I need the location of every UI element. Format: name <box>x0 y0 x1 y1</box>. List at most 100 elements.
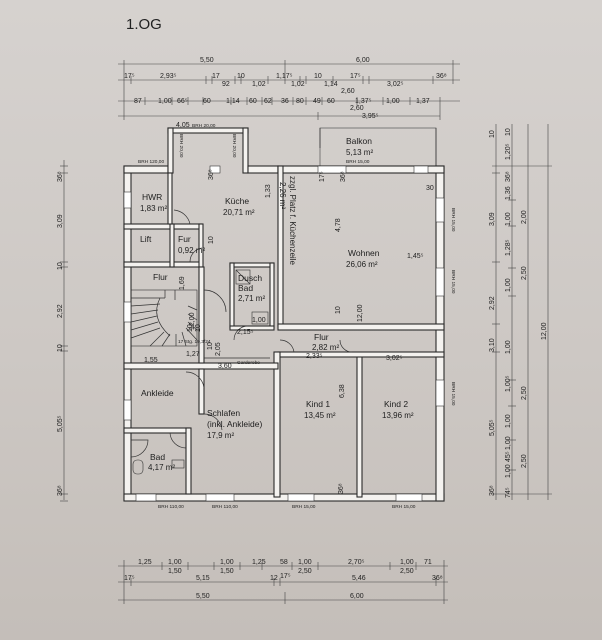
svg-text:1,00: 1,00 <box>220 559 234 566</box>
svg-text:60: 60 <box>249 98 257 105</box>
svg-text:17⁵: 17⁵ <box>319 171 326 182</box>
fixtures <box>130 269 270 475</box>
svg-text:1,00: 1,00 <box>298 559 312 566</box>
room-kind2-name: Kind 2 <box>384 399 408 409</box>
room-kind1-area: 13,45 m² <box>304 411 336 420</box>
svg-text:BRH 120,00: BRH 120,00 <box>138 159 164 165</box>
svg-text:1,00⁵: 1,00⁵ <box>505 375 512 392</box>
svg-text:71: 71 <box>424 559 432 566</box>
left-dimension-chain: 36⁸ 3,09 10 2,92 10 5,05⁵ 36⁸ <box>57 160 68 502</box>
note-brh-200-top: BRH 20,00 <box>192 123 216 129</box>
svg-text:BRH 15,00: BRH 15,00 <box>450 208 456 232</box>
svg-text:36⁸: 36⁸ <box>489 485 496 496</box>
svg-text:10: 10 <box>489 130 496 138</box>
bottom-overall-1: 5,50 <box>196 593 210 600</box>
svg-text:1,37⁵: 1,37⁵ <box>355 98 372 105</box>
room-labels: Balkon 5,13 m² HWR 1,83 m² Küche 20,71 m… <box>140 136 414 472</box>
svg-text:BRH 15,00: BRH 15,00 <box>346 159 370 165</box>
top-dimension-chains: 5,50 6,00 17⁵ 2,93⁵ 17 92 10 1,02 1,17⁵ … <box>118 57 460 129</box>
svg-text:2,50: 2,50 <box>400 568 414 575</box>
svg-text:17⁵: 17⁵ <box>124 73 135 80</box>
svg-text:1,17⁵: 1,17⁵ <box>276 73 293 80</box>
svg-text:10: 10 <box>187 324 194 332</box>
room-bad-name: Bad <box>150 452 165 462</box>
svg-text:17⁵: 17⁵ <box>124 575 135 582</box>
walls <box>123 127 445 502</box>
svg-text:60: 60 <box>327 98 335 105</box>
svg-text:36⁸: 36⁸ <box>57 171 64 182</box>
svg-text:12: 12 <box>270 575 278 582</box>
svg-text:10: 10 <box>207 342 214 350</box>
svg-text:1,69: 1,69 <box>179 276 186 290</box>
top-260b: 2,60 <box>350 105 364 112</box>
svg-text:66⁵: 66⁵ <box>177 98 188 105</box>
room-balkon-name: Balkon <box>346 136 372 146</box>
svg-text:60: 60 <box>203 98 211 105</box>
svg-text:1,02: 1,02 <box>291 81 305 88</box>
svg-text:36⁸: 36⁸ <box>505 171 512 182</box>
svg-text:1,50: 1,50 <box>168 568 182 575</box>
interior-dimensions: 4,78 1,69 1,33 1,45⁵ 12,00 10 6,38 2,33⁵… <box>144 169 434 494</box>
room-dusche-area: 2,71 m² <box>238 294 265 303</box>
room-ankleide-name: Ankleide <box>141 388 174 398</box>
svg-text:1,36: 1,36 <box>505 186 512 200</box>
svg-text:1,00: 1,00 <box>386 98 400 105</box>
svg-text:1,00: 1,00 <box>505 414 512 428</box>
svg-text:2,05: 2,05 <box>215 342 222 356</box>
bottom-overall-2: 6,00 <box>350 593 364 600</box>
svg-text:1,00: 1,00 <box>400 559 414 566</box>
right-b-labels: 2,00 2,50 2,50 2,50 <box>521 210 528 468</box>
doors <box>169 209 353 449</box>
svg-text:36: 36 <box>281 98 289 105</box>
room-kind1-name: Kind 1 <box>306 399 330 409</box>
top-row2-labels: 17⁵ 2,93⁵ 17 92 10 1,02 1,17⁵ 10 1,02 1,… <box>124 73 447 88</box>
room-kueche-area: 20,71 m² <box>223 208 255 217</box>
svg-text:62: 62 <box>264 98 272 105</box>
top-overall-1: 5,50 <box>200 57 214 64</box>
svg-text:36⁸: 36⁸ <box>208 169 215 180</box>
svg-text:BRH 15,00: BRH 15,00 <box>292 504 316 510</box>
svg-text:1,27: 1,27 <box>186 351 200 358</box>
room-flur-mid-area: 2,82 m² <box>312 343 339 352</box>
svg-text:1,20⁵: 1,20⁵ <box>505 143 512 160</box>
svg-text:1,45⁵: 1,45⁵ <box>407 253 424 260</box>
svg-text:2,15⁵: 2,15⁵ <box>237 329 254 336</box>
svg-text:10: 10 <box>57 262 64 270</box>
room-schlafen-name2: (inkl. Ankleide) <box>207 419 262 429</box>
note-garderobe: Garderobe <box>237 360 260 366</box>
svg-text:3,09: 3,09 <box>489 212 496 226</box>
svg-text:1,37: 1,37 <box>416 98 430 105</box>
top-405: 4,05 <box>176 122 190 129</box>
staircase: 17 Stg. 19,3/24 <box>130 289 211 347</box>
svg-text:2,50: 2,50 <box>521 454 528 468</box>
bottom-row1b-labels: 1,50 1,50 2,50 2,50 <box>168 568 414 575</box>
svg-text:1,00: 1,00 <box>158 98 172 105</box>
room-kuechenzeile-area: 2,26 m² <box>278 182 287 209</box>
svg-text:2,93⁵: 2,93⁵ <box>160 73 177 80</box>
svg-text:36⁸: 36⁸ <box>432 575 443 582</box>
svg-text:1,28⁵: 1,28⁵ <box>505 239 512 256</box>
svg-text:74⁵: 74⁵ <box>505 487 512 498</box>
svg-text:87: 87 <box>134 98 142 105</box>
room-balkon-area: 5,13 m² <box>346 148 373 157</box>
room-lift-name: Lift <box>140 234 152 244</box>
svg-text:10: 10 <box>505 128 512 136</box>
svg-text:36⁸: 36⁸ <box>338 483 345 494</box>
room-dusche-name: Dusch <box>238 273 262 283</box>
svg-text:5,05⁵: 5,05⁵ <box>57 415 64 432</box>
svg-text:36⁸: 36⁸ <box>436 73 447 80</box>
balcony <box>319 127 437 169</box>
top-260a: 2,60 <box>341 88 355 95</box>
top-row3-labels: 87 1,00 66⁵ 60 1,14 60 62 36 80 49 60 1,… <box>134 98 430 105</box>
svg-text:80: 80 <box>296 98 304 105</box>
svg-text:1,00: 1,00 <box>252 317 266 324</box>
svg-text:17⁵: 17⁵ <box>350 73 361 80</box>
svg-text:2,50: 2,50 <box>521 266 528 280</box>
svg-text:12,00: 12,00 <box>357 304 364 322</box>
room-wohnen-name: Wohnen <box>348 248 380 258</box>
bottom-row2-labels: 17⁵ 5,15 12 17⁵ 5,46 36⁸ <box>124 573 443 582</box>
svg-text:10: 10 <box>208 236 215 244</box>
svg-text:1,14: 1,14 <box>324 81 338 88</box>
svg-text:1,00: 1,00 <box>168 559 182 566</box>
